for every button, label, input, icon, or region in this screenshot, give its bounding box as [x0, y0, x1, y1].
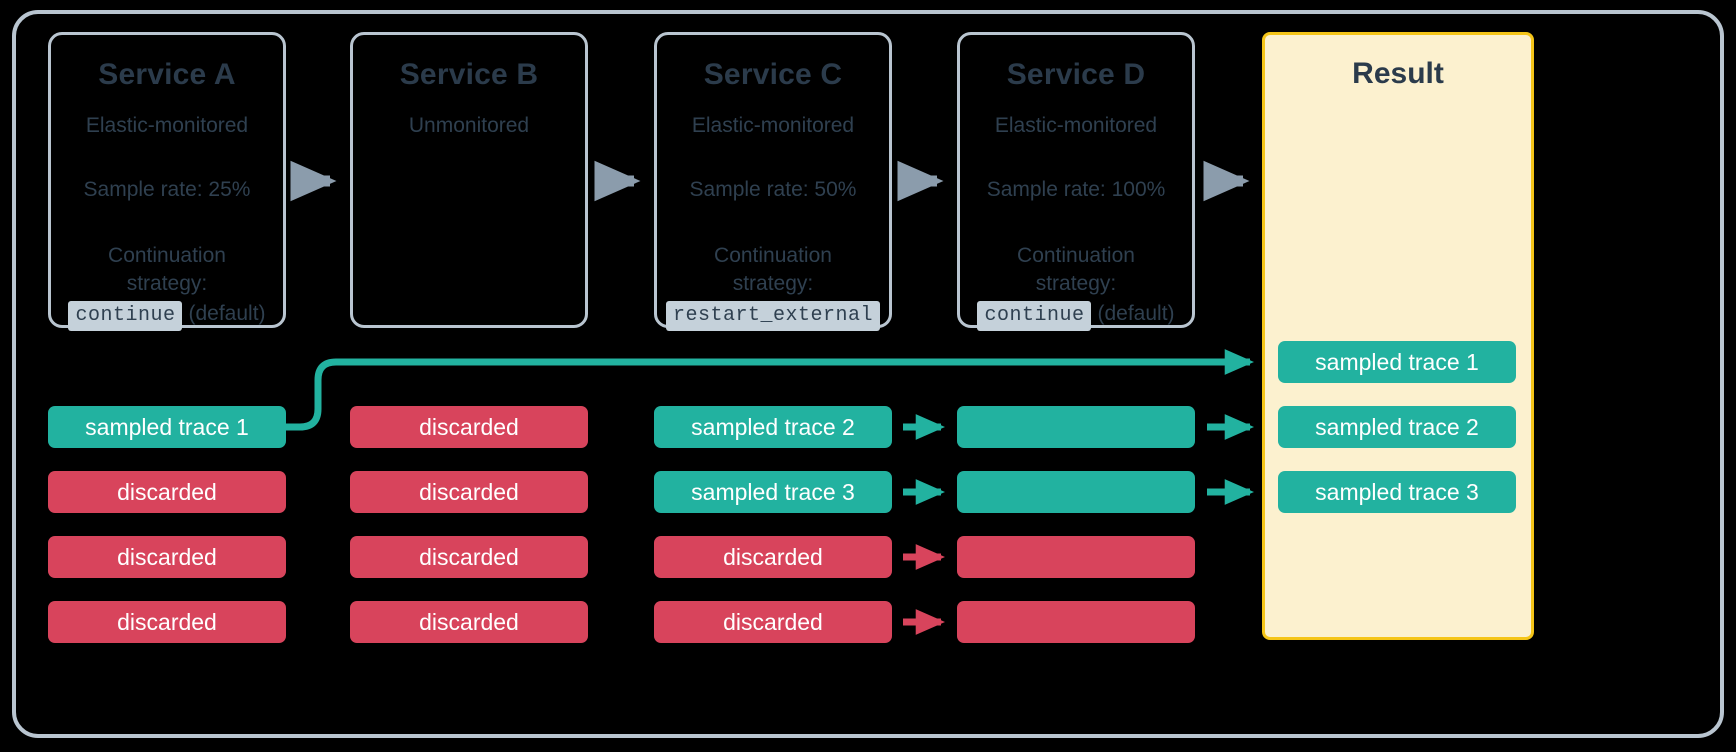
trace-bar: discarded	[48, 471, 286, 513]
service-strategy-label: Continuation strategy:	[714, 243, 832, 295]
result-trace-bar: sampled trace 1	[1278, 341, 1516, 383]
service-sample-rate: Sample rate: 25%	[83, 178, 251, 202]
service-monitoring: Elastic-monitored	[994, 114, 1158, 137]
trace-bar: discarded	[654, 601, 892, 643]
trace-bar-label: discarded	[419, 413, 519, 440]
trace-bar: sampled trace 3	[654, 471, 892, 513]
trace-bar-label: discarded	[117, 608, 217, 635]
service-box-d: Service D Elastic-monitored Sample rate:…	[957, 32, 1195, 332]
service-monitoring: Elastic-monitored	[691, 114, 855, 137]
result-box: Result	[1262, 32, 1534, 640]
trace-bar: discarded	[48, 536, 286, 578]
trace-bar: discarded	[654, 536, 892, 578]
trace-bar-label: discarded	[419, 543, 519, 570]
trace-bar-label: sampled trace 1	[85, 413, 249, 440]
trace-bar: discarded	[350, 601, 588, 643]
trace-bar: discarded	[350, 471, 588, 513]
strategy-code-badge: continue	[68, 301, 183, 332]
service-title: Service C	[703, 58, 843, 91]
result-trace-label: sampled trace 2	[1315, 413, 1479, 440]
trace-bar-label: discarded	[419, 478, 519, 505]
strategy-code-badge: restart_external	[665, 301, 881, 332]
service-strategy-line: continue(default)	[51, 301, 283, 332]
trace-bar	[957, 471, 1195, 513]
service-box-a: Service A Elastic-monitored Sample rate:…	[48, 32, 286, 332]
strategy-code-badge: continue	[977, 301, 1092, 332]
result-trace-label: sampled trace 1	[1315, 348, 1479, 375]
trace-bar-label: discarded	[419, 608, 519, 635]
service-monitoring: Elastic-monitored	[85, 114, 249, 137]
trace-bar	[957, 601, 1195, 643]
trace-bar: sampled trace 1	[48, 406, 286, 448]
result-title: Result	[1352, 57, 1444, 90]
service-sample-rate: Sample rate: 50%	[689, 178, 857, 202]
service-title: Service B	[399, 58, 539, 91]
service-strategy-label: Continuation strategy:	[108, 243, 226, 295]
result-trace-bar: sampled trace 2	[1278, 406, 1516, 448]
service-box-b: Service B Unmonitored	[350, 32, 588, 328]
trace-bar-label: discarded	[117, 478, 217, 505]
service-title: Service D	[1006, 58, 1146, 91]
service-strategy-line: continue(default)	[960, 301, 1192, 332]
trace-bar-label: sampled trace 2	[691, 413, 855, 440]
strategy-default-note: (default)	[1097, 302, 1175, 326]
service-title: Service A	[98, 58, 236, 91]
trace-bar: sampled trace 2	[654, 406, 892, 448]
trace-bar	[957, 406, 1195, 448]
service-strategy-label: Continuation strategy:	[1017, 243, 1135, 295]
result-trace-label: sampled trace 3	[1315, 478, 1479, 505]
trace-bar-label: discarded	[117, 543, 217, 570]
strategy-default-note: (default)	[188, 302, 266, 326]
trace-bar	[957, 536, 1195, 578]
trace-bar-label: discarded	[723, 543, 823, 570]
trace-bar: discarded	[48, 601, 286, 643]
service-box-c: Service C Elastic-monitored Sample rate:…	[654, 32, 892, 332]
service-monitoring: Unmonitored	[408, 114, 530, 137]
service-sample-rate: Sample rate: 100%	[986, 178, 1166, 202]
trace-bar: discarded	[350, 536, 588, 578]
service-strategy-line: restart_external	[657, 301, 889, 332]
result-trace-bar: sampled trace 3	[1278, 471, 1516, 513]
trace-bar: discarded	[350, 406, 588, 448]
trace-bar-label: discarded	[723, 608, 823, 635]
trace-bar-label: sampled trace 3	[691, 478, 855, 505]
